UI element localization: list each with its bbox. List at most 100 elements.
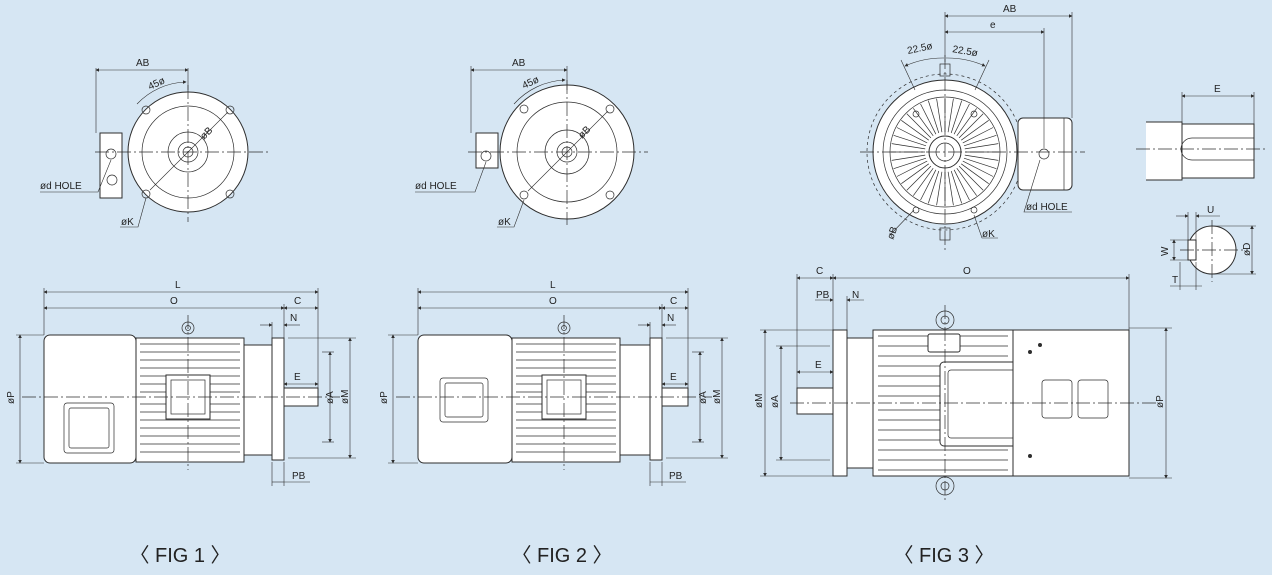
fig3-cooling-fin bbox=[958, 165, 984, 191]
fig1-pb-label: PB bbox=[292, 471, 306, 482]
fig1-terminal-box bbox=[99, 132, 123, 199]
fig2-terminal-box bbox=[475, 132, 499, 169]
fig3-cooling-fin bbox=[920, 103, 937, 135]
fig3-cooling-fin bbox=[891, 143, 926, 150]
fig3-cooling-fin bbox=[906, 165, 932, 191]
fig2-caption: 〈 FIG 2 〉 bbox=[511, 545, 612, 567]
fig3-cooling-fin bbox=[901, 120, 930, 141]
fig3-terminal-box bbox=[1017, 117, 1073, 191]
fig1-side-view: L O C N E PB øA øM øP bbox=[6, 280, 356, 486]
fig3-phi-a-label: øA bbox=[770, 395, 781, 408]
fig2-o-label: O bbox=[549, 296, 557, 307]
fig3-cooling-fin bbox=[920, 169, 937, 201]
fig3-phi-p-label: øP bbox=[1155, 395, 1166, 408]
fig3-cooling-fin bbox=[958, 113, 984, 139]
shaft-detail-hub bbox=[1146, 121, 1183, 181]
fig3-cooling-fin bbox=[913, 108, 934, 137]
fig3-side-view: C O PB N E øA øM øP bbox=[754, 266, 1172, 500]
keyway-phi-d-label: øD bbox=[1242, 243, 1253, 256]
fig3-cooling-fin bbox=[960, 163, 989, 184]
shaft-detail-shaft bbox=[1181, 123, 1255, 179]
fig3-cooling-fin bbox=[956, 167, 977, 196]
fig2-phi-m-label: øM bbox=[712, 390, 723, 404]
fig3-cooling-fin bbox=[896, 127, 928, 144]
fig1-hole-label: ød HOLE bbox=[40, 181, 82, 192]
fig2-phi-k-label: øK bbox=[498, 217, 511, 228]
fig3-cooling-fin bbox=[964, 154, 999, 161]
keyway-detail: U W T øD bbox=[1160, 205, 1256, 290]
fig1-caption: 〈 FIG 1 〉 bbox=[129, 545, 230, 567]
fig3-cooling-fin bbox=[901, 163, 930, 184]
fig3-cooling-fin bbox=[953, 103, 970, 135]
fig3-cooling-fin bbox=[896, 160, 928, 177]
fig3-cooling-fin bbox=[962, 127, 994, 144]
fig2-angle-label: 45ø bbox=[521, 74, 541, 91]
fig2-e-label: E bbox=[670, 372, 677, 383]
fig3-cooling-fin bbox=[936, 171, 943, 206]
fig1-brake-housing bbox=[43, 334, 137, 464]
fig3-cooling-fin bbox=[956, 108, 977, 137]
fig1-e-label: E bbox=[294, 372, 301, 383]
fig3-cooling-fin bbox=[964, 143, 999, 150]
fig1-n-label: N bbox=[290, 313, 297, 324]
fig3-cooling-fin bbox=[906, 113, 932, 139]
fig3-n-label: N bbox=[852, 290, 859, 301]
fig3-angle-right-label: 22.5ø bbox=[951, 44, 978, 59]
fig2-hole-label: ød HOLE bbox=[415, 181, 457, 192]
fig1-motor-frame bbox=[135, 337, 245, 463]
fig2-side-view: L O C N E PB øA øM øP bbox=[379, 280, 728, 486]
fig1-l-label: L bbox=[175, 280, 181, 291]
fig3-ab-label: AB bbox=[1003, 4, 1017, 15]
fig3-e-label: E bbox=[815, 360, 822, 371]
fig1-phi-k-label: øK bbox=[121, 217, 134, 228]
fig3-phi-k-label: øK bbox=[982, 229, 995, 240]
fig3-cooling-fin bbox=[947, 98, 954, 133]
fig3-cooling-fin bbox=[962, 160, 994, 177]
fig3-cooling-fin bbox=[963, 134, 997, 147]
fig1-phi-m-label: øM bbox=[340, 390, 351, 404]
fig3-cooling-fin bbox=[953, 169, 970, 201]
fig2-phi-a-label: øA bbox=[698, 391, 709, 404]
fig3-phi-b-label: øB bbox=[885, 225, 900, 241]
shaft-detail-e-label: E bbox=[1214, 84, 1221, 95]
fig2-fan-cover bbox=[417, 334, 513, 464]
fig3-cooling-fin bbox=[960, 120, 989, 141]
fig3-shaft bbox=[796, 387, 834, 415]
fig2-end-view: AB 45ø øB ød HOLE øK bbox=[415, 58, 648, 228]
fig3-hole-label: ød HOLE bbox=[1026, 202, 1068, 213]
fig1-phi-p-label: øP bbox=[6, 391, 17, 404]
keyway-t-label: T bbox=[1172, 275, 1178, 286]
fig3-cooling-fin bbox=[950, 170, 963, 204]
fig3-phi-m-label: øM bbox=[754, 394, 765, 408]
fig3-cooling-fin bbox=[913, 167, 934, 196]
fig2-c-label: C bbox=[670, 296, 677, 307]
fig3-cooling-fin bbox=[893, 134, 927, 147]
fig3-cooling-fin bbox=[947, 171, 954, 206]
fig3-o-label: O bbox=[963, 266, 971, 277]
fig1-ab-label: AB bbox=[136, 58, 150, 69]
fig3-pb-label: PB bbox=[816, 290, 830, 301]
fig3-caption: 〈 FIG 3 〉 bbox=[893, 545, 994, 567]
fig3-cooling-fin bbox=[893, 157, 927, 170]
fig2-l-label: L bbox=[550, 280, 556, 291]
fig3-c-label: C bbox=[816, 266, 823, 277]
fig3-e-small-label: e bbox=[990, 20, 996, 31]
shaft-detail: E bbox=[1136, 84, 1266, 181]
fig1-o-label: O bbox=[170, 296, 178, 307]
fig3-cooling-fin bbox=[891, 154, 926, 161]
fig1-phi-a-label: øA bbox=[325, 391, 336, 404]
fig2-phi-p-label: øP bbox=[379, 391, 390, 404]
keyway-w-label: W bbox=[1160, 246, 1171, 256]
fig3-end-view: AB e 22.5ø 22.5ø øB øK ød HOLE bbox=[860, 4, 1085, 250]
fig3-cooling-fin bbox=[936, 98, 943, 133]
fig3-cooling-fin bbox=[950, 100, 963, 134]
fig2-ab-label: AB bbox=[512, 58, 526, 69]
fig2-pb-label: PB bbox=[669, 471, 683, 482]
keyway-u-label: U bbox=[1207, 205, 1214, 216]
fig2-n-label: N bbox=[667, 313, 674, 324]
fig3-cooling-fin bbox=[927, 170, 940, 204]
fig1-c-label: C bbox=[294, 296, 301, 307]
fig1-angle-label: 45ø bbox=[147, 75, 167, 92]
